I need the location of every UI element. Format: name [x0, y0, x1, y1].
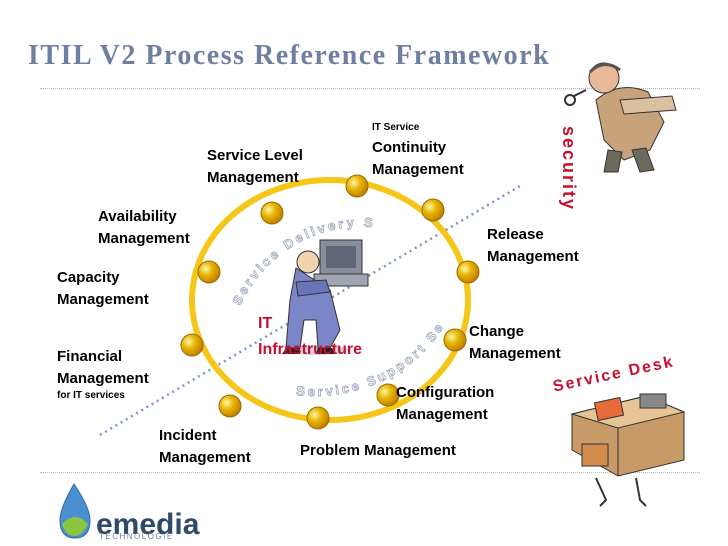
process-node [421, 198, 445, 222]
emedia-logo-icon [59, 483, 91, 539]
logo-subtext: TECHNOLOGIE [99, 532, 174, 541]
page-title: ITIL V2 Process Reference Framework [28, 40, 551, 71]
continuity-small-label: IT Service [372, 122, 420, 133]
process-node [306, 406, 330, 430]
thief-icon [564, 62, 677, 173]
process-node [197, 260, 221, 284]
logo-text: emedia [96, 508, 200, 541]
security-label: security [559, 125, 580, 212]
divider [40, 472, 700, 473]
arc-label-support: Service Support Set [0, 0, 447, 399]
problem-management-label: Problem Management [300, 442, 456, 459]
worker-carrying-computer-icon [282, 239, 369, 355]
process-node [218, 394, 242, 418]
financial-small-label: for IT services [57, 390, 125, 401]
process-ring [189, 177, 471, 423]
process-node [456, 260, 480, 284]
divider [40, 88, 700, 89]
process-node [376, 383, 400, 407]
process-node [443, 328, 467, 352]
process-node [260, 201, 284, 225]
process-node [180, 333, 204, 357]
process-node [345, 174, 369, 198]
service-desk-icon [570, 393, 686, 507]
